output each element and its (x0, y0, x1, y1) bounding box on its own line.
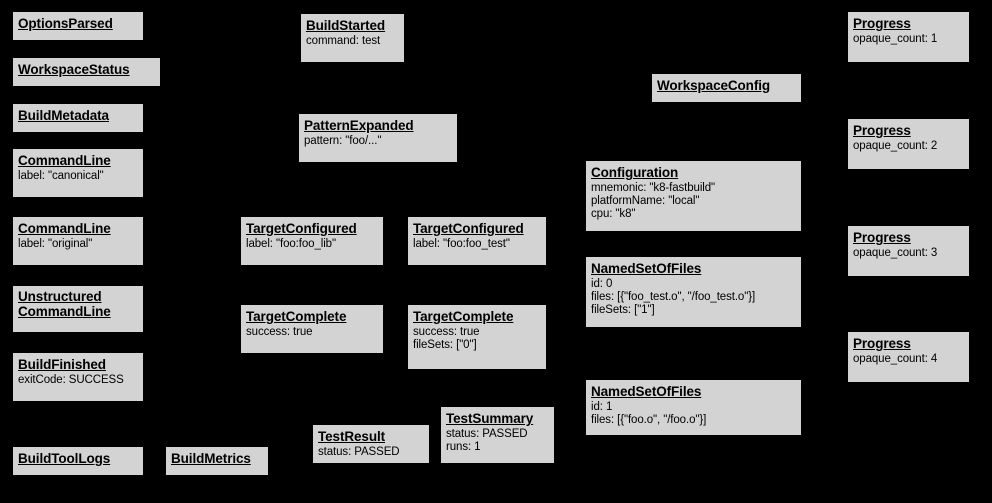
event-node-fields: label: "foo:foo_test" (413, 238, 541, 251)
event-node-title: Configuration (591, 165, 679, 180)
event-node-field: label: "canonical" (18, 169, 104, 182)
event-node-fields: status: PASSED (318, 446, 424, 459)
event-node-fields: opaque_count: 2 (853, 140, 964, 153)
event-node-field: id: 1 (591, 400, 613, 413)
event-node-title: BuildStarted (306, 18, 386, 33)
event-node-title: NamedSetOfFiles (591, 261, 702, 276)
event-node-fields: pattern: "foo/..." (304, 135, 452, 148)
event-node-field: opaque_count: 1 (853, 32, 938, 45)
event-node-field: command: test (306, 34, 381, 47)
event-node-title: NamedSetOfFiles (591, 384, 702, 399)
event-node-field: status: PASSED (446, 427, 528, 440)
event-node-fields: label: "foo:foo_lib" (246, 238, 378, 251)
event-node-field: pattern: "foo/..." (304, 134, 382, 147)
event-node-title: TestResult (318, 429, 386, 444)
event-node-field: status: PASSED (318, 445, 400, 458)
event-node-workspace-config[interactable]: WorkspaceConfig (651, 73, 802, 103)
event-node-fields: exitCode: SUCCESS (18, 374, 138, 387)
event-node-workspace-status[interactable]: WorkspaceStatus (12, 57, 161, 87)
event-node-field: exitCode: SUCCESS (18, 373, 124, 386)
event-node-field: opaque_count: 3 (853, 246, 938, 259)
event-node-title: OptionsParsed (18, 16, 113, 31)
event-node-field: label: "foo:foo_lib" (246, 237, 336, 250)
event-node-title: Progress (853, 230, 911, 245)
event-node-title: CommandLine (18, 153, 111, 168)
event-node-title: CommandLine (18, 221, 111, 236)
event-node-fields: opaque_count: 4 (853, 353, 964, 366)
event-node-field: files: [{"foo_test.o", "/foo_test.o"}] (591, 290, 756, 303)
event-node-field: id: 0 (591, 277, 613, 290)
event-node-title: TargetComplete (413, 309, 514, 324)
event-node-field: platformName: "local" (591, 194, 700, 207)
event-node-fields: opaque_count: 3 (853, 247, 964, 260)
event-node-field: label: "original" (18, 237, 93, 250)
event-node-title: BuildMetadata (18, 108, 109, 123)
event-node-title: TargetConfigured (413, 221, 524, 236)
event-node-field: opaque_count: 2 (853, 139, 938, 152)
event-node-field: files: [{"foo.o", "/foo.o"}] (591, 413, 707, 426)
event-node-fields: opaque_count: 1 (853, 33, 964, 46)
event-node-field: cpu: "k8" (591, 207, 636, 220)
event-node-title: WorkspaceStatus (18, 62, 130, 77)
event-node-title: TargetConfigured (246, 221, 357, 236)
event-node-field: fileSets: ["1"] (591, 303, 655, 316)
event-node-title: PatternExpanded (304, 118, 414, 133)
event-node-title: TestSummary (446, 411, 534, 426)
event-node-title: BuildMetrics (171, 451, 251, 466)
event-node-fields: success: true (246, 326, 378, 339)
event-node-build-metrics[interactable]: BuildMetrics (165, 446, 269, 476)
event-node-field: success: true (413, 325, 480, 338)
event-node-title: Progress (853, 16, 911, 31)
event-node-title: Unstructured CommandLine (18, 289, 111, 320)
event-node-unstructured-command-line[interactable]: Unstructured CommandLine (12, 285, 144, 333)
event-node-fields: label: "canonical" (18, 170, 138, 183)
event-node-title: BuildFinished (18, 357, 106, 372)
event-node-title: TargetComplete (246, 309, 347, 324)
event-node-fields: label: "original" (18, 238, 138, 251)
event-node-fields: command: test (306, 35, 399, 48)
event-node-title: Progress (853, 336, 911, 351)
event-node-field: fileSets: ["0"] (413, 338, 477, 351)
event-node-field: success: true (246, 325, 313, 338)
event-node-fields: mnemonic: "k8-fastbuild"platformName: "l… (591, 182, 796, 221)
event-node-options-parsed[interactable]: OptionsParsed (12, 11, 144, 41)
event-node-field: opaque_count: 4 (853, 352, 938, 365)
event-node-title: WorkspaceConfig (657, 78, 771, 93)
event-node-title: BuildToolLogs (18, 451, 111, 466)
event-node-build-tool-logs[interactable]: BuildToolLogs (12, 446, 144, 476)
event-node-title: Progress (853, 123, 911, 138)
event-node-field: runs: 1 (446, 440, 481, 453)
event-node-build-metadata[interactable]: BuildMetadata (12, 103, 144, 133)
event-node-field: label: "foo:foo_test" (413, 237, 510, 250)
event-node-field: mnemonic: "k8-fastbuild" (591, 181, 716, 194)
